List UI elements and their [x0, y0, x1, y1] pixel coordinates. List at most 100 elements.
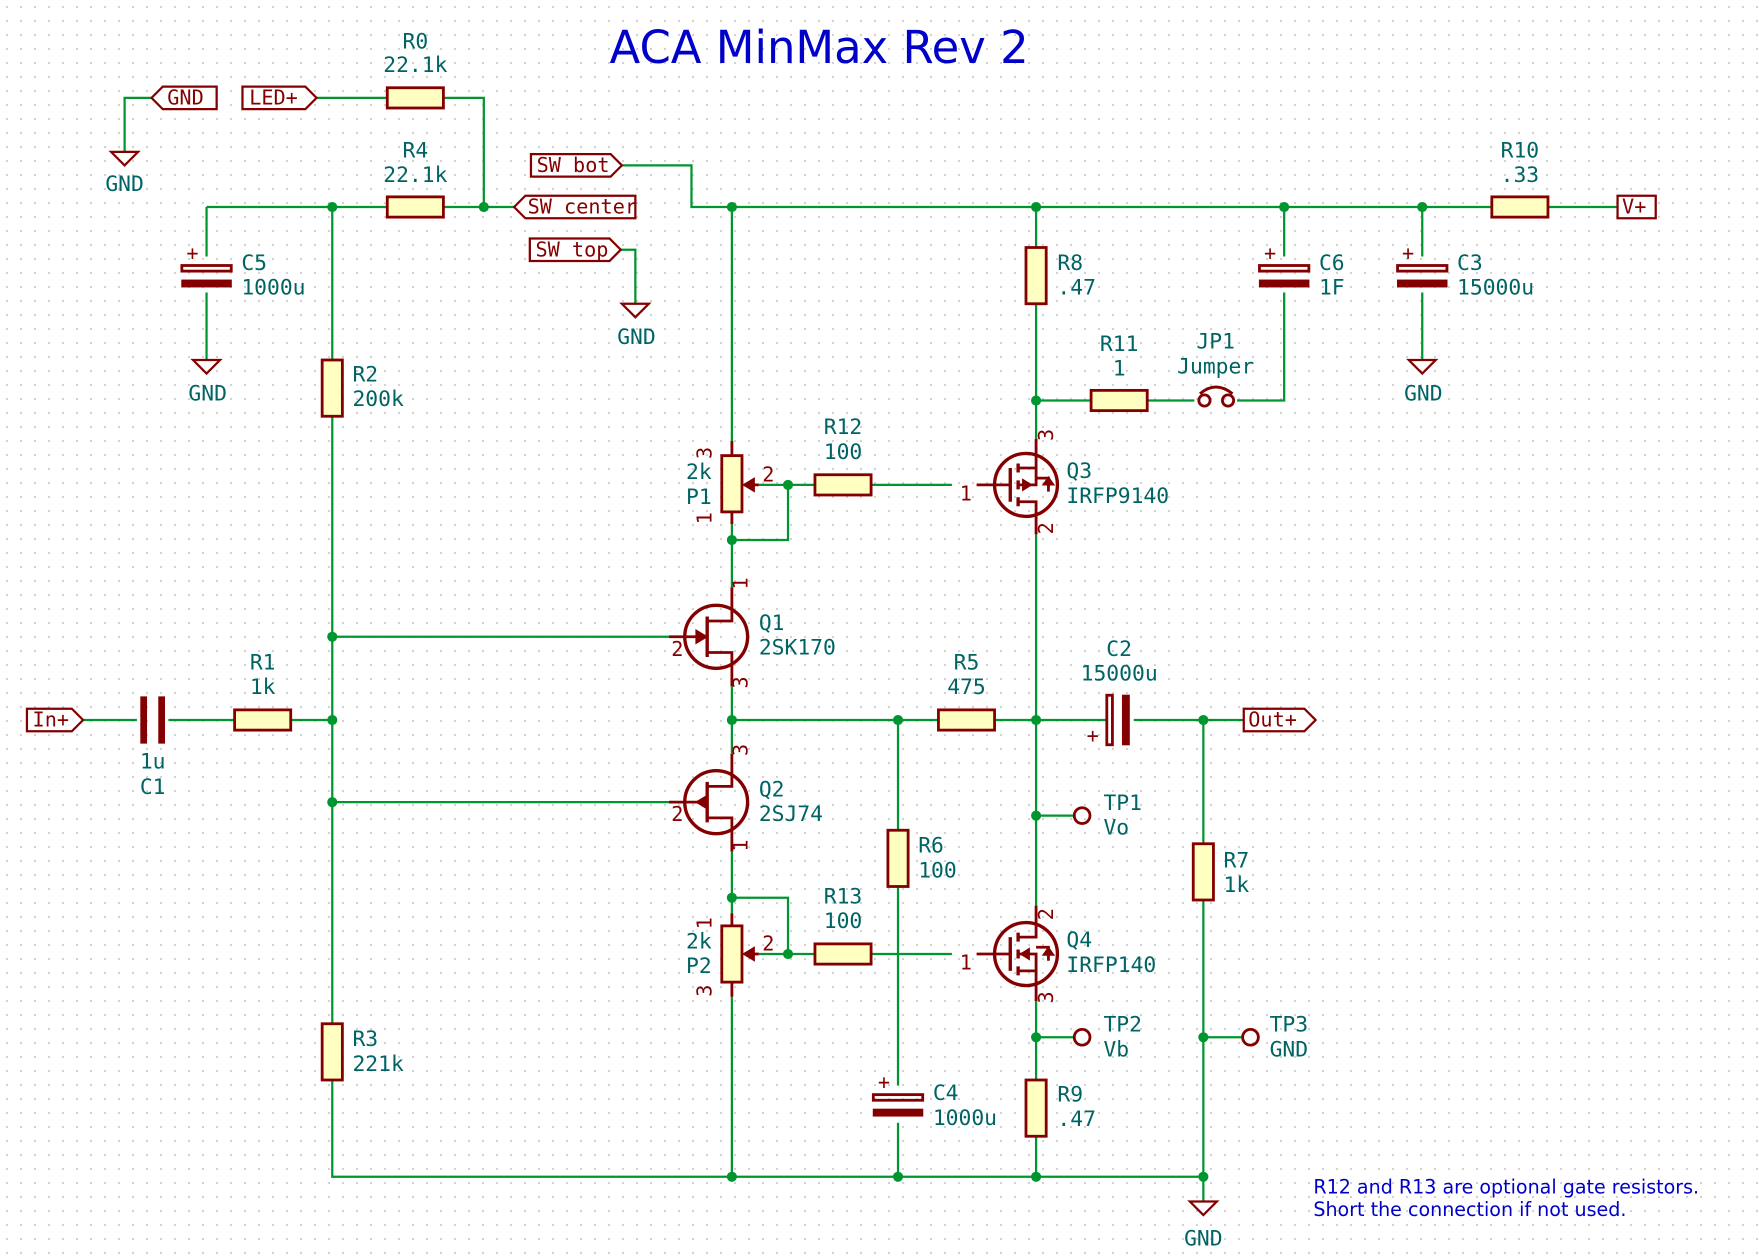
- capacitor-plate-negative: [1121, 694, 1130, 746]
- resistor-r8[interactable]: R8 .47: [1024, 246, 1096, 306]
- note-line: Short the connection if not used.: [1313, 1198, 1626, 1221]
- resistor-r1[interactable]: R1 1k: [233, 650, 293, 732]
- resistor-body: [813, 942, 873, 966]
- ground-icon: [1406, 358, 1439, 376]
- wires: [83, 96, 1618, 1202]
- net-label-gnd[interactable]: GND: [149, 85, 218, 111]
- component-value: Jumper: [1177, 354, 1254, 379]
- label-text: SW_bot: [537, 153, 610, 177]
- pin-number: 3: [729, 744, 753, 756]
- wire: [731, 484, 790, 542]
- mosfet-q4[interactable]: 1 2 3 Q4 IRFP140: [960, 905, 1156, 1004]
- component-ref: R9: [1057, 1082, 1083, 1107]
- junction-dot: [327, 631, 338, 642]
- jfet-drain: [707, 816, 734, 852]
- component-value: 200k: [352, 387, 403, 412]
- resistor-r12[interactable]: R12 100: [813, 415, 873, 497]
- resistor-r11[interactable]: R11 1: [1089, 332, 1149, 413]
- pin-number: 2: [671, 802, 683, 826]
- wire: [1237, 292, 1286, 402]
- polarity-plus: +: [1264, 241, 1276, 265]
- mosfet-q3[interactable]: 1 3 2 Q3 IRFP9140: [960, 429, 1169, 535]
- capacitor-plate-positive: [871, 1093, 925, 1102]
- ground-label: GND: [617, 325, 656, 350]
- net-label-sw-bot[interactable]: SW_bot: [529, 153, 624, 178]
- jfet-q2[interactable]: 3 2 1 Q2 2SJ74: [669, 744, 823, 852]
- component-ref: R1: [250, 650, 276, 675]
- potentiometer-p1[interactable]: 3 2 1 2k P1: [686, 441, 774, 525]
- testpoint-tp1[interactable]: TP1 Vo: [1072, 791, 1142, 841]
- net-label-out-plus[interactable]: Out+: [1242, 707, 1318, 733]
- pot-body: [720, 454, 744, 514]
- junction-dot: [1031, 395, 1042, 406]
- component-ref: Q3: [1066, 459, 1092, 484]
- net-label-led-plus[interactable]: LED+: [241, 85, 319, 111]
- pin-number: 1: [729, 577, 753, 589]
- pin-number: 3: [1034, 991, 1058, 1003]
- label-text: SW_center: [528, 195, 637, 219]
- resistor-body: [937, 708, 996, 732]
- label-frame: [25, 707, 85, 733]
- testpoint-tp2[interactable]: TP2 Vb: [1072, 1013, 1142, 1063]
- capacitor-c2[interactable]: + C2 15000u: [1081, 637, 1158, 748]
- component-ref: C5: [241, 251, 267, 276]
- resistor-body: [233, 708, 293, 732]
- resistor-r0[interactable]: R0 22.1k: [383, 29, 448, 110]
- resistor-r2[interactable]: R2 200k: [320, 358, 404, 418]
- label-text: Out+: [1248, 708, 1297, 732]
- component-value: 1k: [250, 675, 276, 700]
- wire: [123, 96, 152, 152]
- mosfet-arrow: [1019, 947, 1030, 961]
- potentiometer-p2[interactable]: 1 2 3 2k P2: [686, 913, 774, 997]
- capacitor-c1[interactable]: 1u C1: [140, 696, 166, 800]
- capacitor-c6[interactable]: + C6 1F: [1258, 241, 1345, 301]
- junction-dot: [1031, 810, 1042, 821]
- wire: [731, 896, 790, 954]
- resistor-body: [320, 358, 344, 418]
- component-value: 2SJ74: [759, 802, 823, 827]
- resistor-r6[interactable]: R6 100: [886, 828, 957, 888]
- label-frame: [149, 85, 218, 111]
- jfet-q1[interactable]: 1 2 3 Q1 2SK170: [669, 577, 836, 689]
- pin-number: 3: [693, 447, 717, 459]
- resistor-r5[interactable]: R5 475: [937, 650, 996, 732]
- wire: [443, 96, 485, 207]
- component-ref: R12: [824, 415, 863, 440]
- capacitor-c5[interactable]: + C5 1000u: [180, 241, 306, 301]
- capacitor-c4[interactable]: + C4 1000u: [871, 1070, 997, 1131]
- net-label-v-plus[interactable]: V+: [1616, 194, 1657, 220]
- label-frame: [241, 85, 319, 111]
- testpoint-tp3[interactable]: TP3 GND: [1241, 1013, 1308, 1063]
- component-ref: P2: [686, 954, 712, 979]
- component-ref: R2: [352, 362, 378, 387]
- component-value: IRFP9140: [1066, 484, 1169, 509]
- junction-dot: [892, 714, 904, 726]
- jumper-jp1[interactable]: JP1 Jumper: [1177, 330, 1254, 408]
- resistor-r10[interactable]: R10 .33: [1490, 138, 1550, 219]
- resistor-r3[interactable]: R3 221k: [320, 1022, 404, 1082]
- component-value: 1F: [1319, 276, 1345, 301]
- wire: [621, 164, 1492, 209]
- resistor-r9[interactable]: R9 .47: [1024, 1078, 1096, 1138]
- resistor-body: [320, 1022, 344, 1082]
- note-line: R12 and R13 are optional gate resistors.: [1313, 1176, 1699, 1199]
- junction-dot: [1031, 1032, 1042, 1043]
- junction-dot: [1031, 714, 1042, 726]
- resistor-r7[interactable]: R7 1k: [1191, 842, 1250, 902]
- component-value: 1k: [1224, 873, 1250, 898]
- net-label-sw-top[interactable]: SW_top: [528, 237, 623, 263]
- component-value: 221k: [352, 1052, 403, 1077]
- label-frame: [1616, 194, 1657, 220]
- resistor-body: [385, 86, 445, 110]
- resistor-r13[interactable]: R13 100: [813, 884, 873, 966]
- net-label-in-plus[interactable]: In+: [25, 707, 85, 733]
- mosfet-diode-arrow: [1041, 946, 1056, 956]
- net-label-sw-center[interactable]: SW_center: [512, 194, 637, 220]
- component-value: 22.1k: [383, 53, 447, 78]
- label-text: In+: [33, 708, 69, 732]
- junction-dot: [782, 479, 794, 490]
- mosfet-drain: [1018, 905, 1038, 939]
- mosfet-arrow: [1022, 478, 1033, 492]
- capacitor-c3[interactable]: + C3 15000u: [1396, 241, 1535, 301]
- resistor-r4[interactable]: R4 22.1k: [383, 138, 448, 219]
